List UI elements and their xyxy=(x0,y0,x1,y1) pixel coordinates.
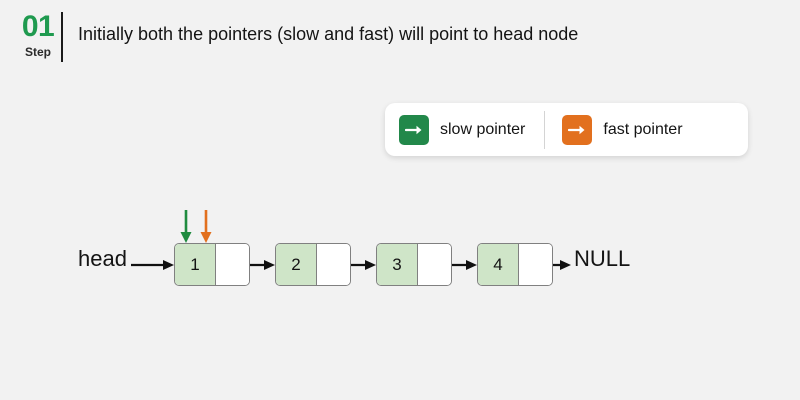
null-label: NULL xyxy=(574,246,631,271)
legend-item-slow-pointer: slow pointer xyxy=(399,103,525,156)
step-word-label: Step xyxy=(24,45,51,59)
fast-pointer-down-arrow xyxy=(200,210,212,243)
node-next-cell xyxy=(317,244,350,285)
node-next-cell xyxy=(216,244,249,285)
page-title: Initially both the pointers (slow and fa… xyxy=(78,24,579,44)
step-badge: 01 Step xyxy=(16,10,60,59)
list-node: 4 xyxy=(477,243,553,286)
legend-divider xyxy=(544,110,546,149)
fast-pointer-arrow-right-icon xyxy=(562,114,593,145)
node-value: 3 xyxy=(377,244,418,285)
header-vertical-divider xyxy=(61,12,63,62)
legend-panel: slow pointer fast pointer xyxy=(385,103,748,156)
list-node: 1 xyxy=(174,243,250,286)
head-label: head xyxy=(78,246,127,271)
node-value: 2 xyxy=(276,244,317,285)
node-next-cell xyxy=(418,244,451,285)
slow-pointer-arrow-right-icon xyxy=(399,114,429,145)
arrow-head-to-node1 xyxy=(131,260,174,270)
header: 01 Step Initially both the pointers (slo… xyxy=(0,0,800,80)
node-value: 4 xyxy=(478,244,519,285)
list-node: 3 xyxy=(376,243,452,286)
slow-pointer-down-arrow xyxy=(180,210,192,243)
step-number: 01 xyxy=(21,10,55,43)
node-next-cell xyxy=(519,244,552,285)
legend-label-slow-pointer: slow pointer xyxy=(440,120,526,138)
node-value: 1 xyxy=(175,244,216,285)
list-node: 2 xyxy=(275,243,351,286)
legend-label-fast-pointer: fast pointer xyxy=(603,120,683,138)
linked-list-diagram: head xyxy=(0,195,800,315)
legend-item-fast-pointer: fast pointer xyxy=(562,103,683,156)
